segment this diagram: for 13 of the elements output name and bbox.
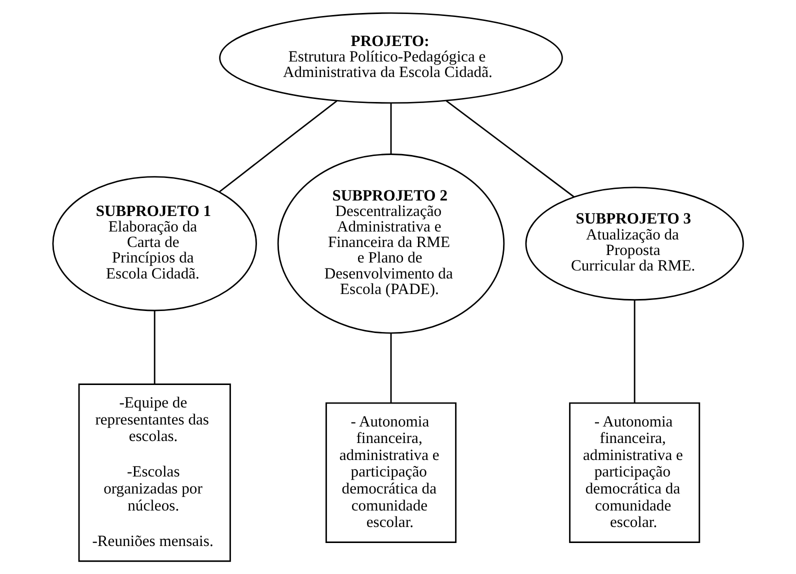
connector (390, 103, 392, 154)
node-ellipse: SUBPROJETO 1 Elaboração da Carta de Princípios da Escola Cidadã. (52, 176, 257, 312)
node-box: - Autonomia financeira, administrativa e participação democrática da comunidade escolar. (569, 402, 700, 543)
node-box: - Autonomia financeira, administrativa e participação democrática da comunidade escolar. (325, 402, 457, 543)
connector (219, 100, 338, 192)
connector (390, 332, 392, 403)
node-ellipse: PROJETO: Estrutura Político-Pedagógica e Administrativa da Escola Cidadã. (219, 12, 563, 104)
connector (634, 300, 636, 403)
node-ellipse: SUBPROJETO 2 Descentralização Administrativa e Financeira da RME e Plano de Desenvolvimento da Escola (PADE). (277, 154, 505, 334)
connector (154, 310, 156, 384)
node-box: -Equipe de representantes das escolas. -Escolas organizadas por núcleos. -Reuniões mensais. (78, 384, 231, 562)
node-ellipse: SUBPROJETO 3 Atualização da Proposta Curricular da RME. (525, 186, 744, 301)
connector (446, 100, 574, 198)
